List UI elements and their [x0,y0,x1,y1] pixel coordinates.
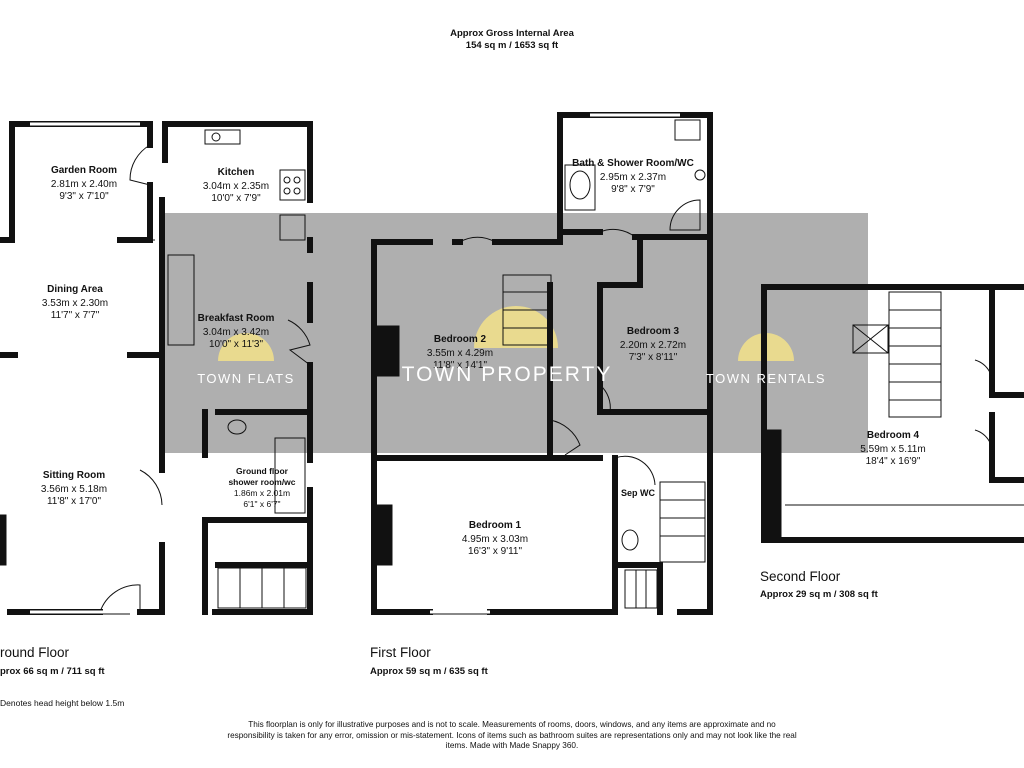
ground-shower-name2: shower room/wc [228,477,295,487]
dining-area-metric: 3.53m x 2.30m [42,298,108,309]
breakfast-room-name: Breakfast Room [198,313,275,324]
disclaimer-text: This floorplan is only for illustrative … [227,720,797,750]
breakfast-room-imperial: 10'0" x 11'3" [209,339,264,350]
first-floor-fixtures [376,112,706,615]
dining-area-imperial: 11'7" x 7'7" [51,310,100,321]
ground-floor-area: prox 66 sq m / 711 sq ft [0,666,105,677]
sitting-room-imperial: 11'8" x 17'0" [47,496,102,507]
bedroom3-name: Bedroom 3 [627,326,680,337]
first-floor-label: First Floor [370,645,431,660]
ground-floor-fixtures [0,121,311,615]
bath-shower-imperial: 9'8" x 7'9" [611,184,655,195]
ground-shower-name: Ground floor [236,466,289,476]
bedroom2-name: Bedroom 2 [434,334,487,345]
kitchen-metric: 3.04m x 2.35m [203,181,269,192]
sep-wc-name: Sep WC [621,488,656,498]
gross-area-header: Approx Gross Internal Area 154 sq m / 16… [0,28,1024,52]
watermark-town-rentals: TOWN RENTALS [706,371,826,386]
bedroom2-imperial: 11'8" x 14'1" [433,360,488,371]
bedroom4-name: Bedroom 4 [867,430,920,441]
sitting-room-name: Sitting Room [43,470,105,481]
bedroom1-metric: 4.95m x 3.03m [462,534,528,545]
gross-area-title: Approx Gross Internal Area [450,28,574,39]
room-labels: Garden Room 2.81m x 2.40m 9'3" x 7'10" K… [41,158,926,557]
ground-shower-metric: 1.86m x 2.01m [234,488,290,498]
second-floor-area: Approx 29 sq m / 308 sq ft [760,589,878,600]
sitting-room-metric: 3.56m x 5.18m [41,484,107,495]
watermark-texts: TOWN FLATS TOWN PROPERTY TOWN RENTALS [197,363,826,386]
watermark-town-property: TOWN PROPERTY [402,363,613,386]
ground-shower-imperial: 6'1" x 6'7" [243,499,280,509]
kitchen-imperial: 10'0" x 7'9" [211,193,261,204]
watermark-logo-left [218,333,274,361]
ground-floor-label: round Floor [0,645,70,660]
bath-shower-name: Bath & Shower Room/WC [572,158,694,169]
bath-shower-metric: 2.95m x 2.37m [600,172,666,183]
bedroom2-metric: 3.55m x 4.29m [427,348,493,359]
bedroom3-imperial: 7'3" x 8'11" [629,352,678,363]
bedroom3-metric: 2.20m x 2.72m [620,340,686,351]
garden-room-metric: 2.81m x 2.40m [51,179,117,190]
watermark-logo-center [474,306,558,348]
second-floor-label: Second Floor [760,569,841,584]
garden-room-name: Garden Room [51,165,117,176]
bedroom1-name: Bedroom 1 [469,520,522,531]
first-floor-area: Approx 59 sq m / 635 sq ft [370,666,488,677]
dining-area-name: Dining Area [47,284,103,295]
bedroom4-metric: 5.59m x 5.11m [860,444,925,455]
head-height-note: Denotes head height below 1.5m [0,698,125,708]
bedroom1-imperial: 16'3" x 9'11" [468,546,523,557]
breakfast-room-metric: 3.04m x 3.42m [203,327,269,338]
second-floor-fixtures [766,291,1024,539]
watermark-town-flats: TOWN FLATS [197,371,295,386]
garden-room-imperial: 9'3" x 7'10" [59,191,109,202]
gross-area-value: 154 sq m / 1653 sq ft [465,40,559,51]
kitchen-name: Kitchen [218,167,255,178]
bedroom4-imperial: 18'4" x 16'9" [866,456,921,467]
